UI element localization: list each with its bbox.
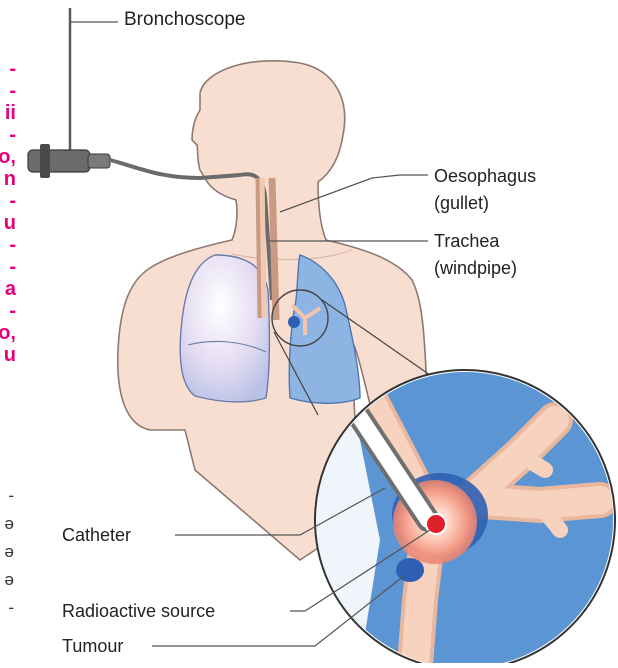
oesophagus-tube bbox=[272, 178, 276, 320]
label-catheter: Catheter bbox=[62, 524, 131, 546]
side-pink-2: ii bbox=[0, 102, 16, 124]
side-text-pink: - - ii - o, n - u - - a - o, u bbox=[0, 58, 16, 366]
side-gray-4: - bbox=[0, 598, 14, 618]
side-pink-10: a bbox=[0, 278, 16, 300]
side-pink-3: - bbox=[0, 124, 16, 146]
label-trachea: Trachea bbox=[434, 230, 499, 252]
side-pink-13: u bbox=[0, 344, 16, 366]
label-oesophagus: Oesophagus bbox=[434, 165, 536, 187]
side-pink-1: - bbox=[0, 80, 16, 102]
side-gray-0: - bbox=[0, 486, 14, 506]
side-pink-11: - bbox=[0, 300, 16, 322]
side-pink-7: u bbox=[0, 212, 16, 234]
small-tumour bbox=[288, 316, 300, 328]
side-gray-3: ə bbox=[0, 570, 14, 590]
left-lung bbox=[180, 255, 269, 402]
side-text-gray: - ə ə ə - bbox=[0, 486, 14, 618]
side-gray-2: ə bbox=[0, 542, 14, 562]
side-pink-4: o, bbox=[0, 146, 16, 168]
label-bronchoscope: Bronchoscope bbox=[124, 8, 245, 31]
label-windpipe: (windpipe) bbox=[434, 257, 517, 279]
side-pink-8: - bbox=[0, 234, 16, 256]
label-radioactive-source: Radioactive source bbox=[62, 600, 215, 622]
side-pink-0: - bbox=[0, 58, 16, 80]
side-pink-9: - bbox=[0, 256, 16, 278]
trachea-inner bbox=[262, 178, 264, 318]
side-gray-1: ə bbox=[0, 514, 14, 534]
side-pink-6: - bbox=[0, 190, 16, 212]
label-tumour: Tumour bbox=[62, 635, 123, 657]
side-pink-5: n bbox=[0, 168, 16, 190]
label-gullet: (gullet) bbox=[434, 192, 489, 214]
side-pink-12: o, bbox=[0, 322, 16, 344]
